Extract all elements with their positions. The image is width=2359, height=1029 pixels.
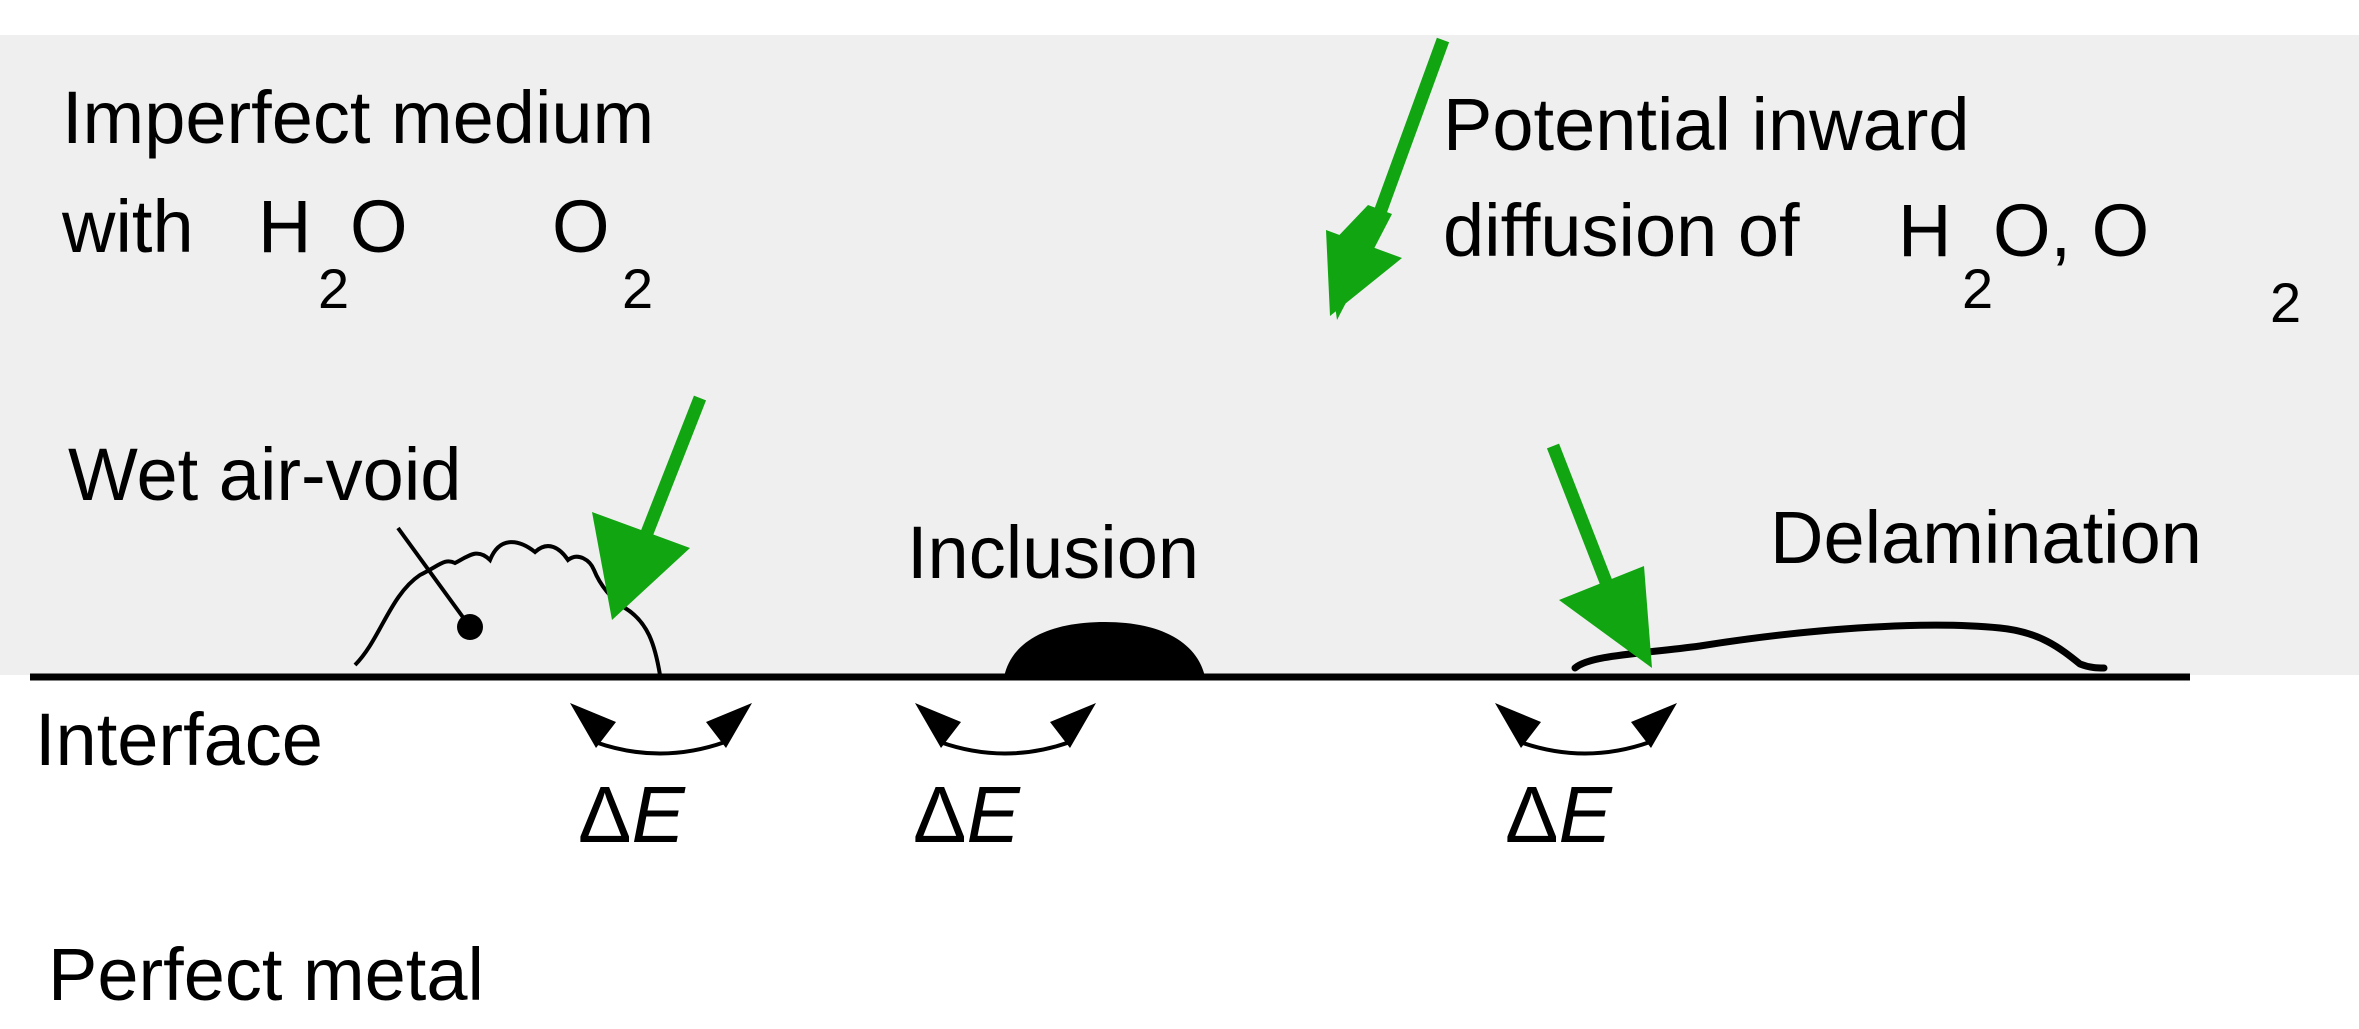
delta-e-label-2: ΔE xyxy=(913,770,1021,859)
wet-air-void-pointer xyxy=(396,526,467,622)
imperfect-medium-region xyxy=(0,35,2359,675)
diffusion-arrow-void xyxy=(592,395,707,620)
diffusion-label-line2: diffusion of xyxy=(1443,189,1800,272)
o2-o: O xyxy=(552,185,610,268)
perfect-metal-region xyxy=(0,675,2359,1029)
perfect-metal-label: Perfect metal xyxy=(48,933,484,1016)
diffusion-o-subscript: 2 xyxy=(2270,271,2301,334)
h2o-o: O xyxy=(350,185,408,268)
h2o-subscript: 2 xyxy=(318,257,349,320)
medium-label-line2: with xyxy=(61,185,194,268)
wet-air-void-droplet xyxy=(457,614,483,640)
delta-e-arrow-2 xyxy=(915,703,1096,756)
delta-e-label-3: ΔE xyxy=(1505,770,1613,859)
inclusion-label: Inclusion xyxy=(907,511,1199,594)
diffusion-label-line1: Potential inward xyxy=(1443,83,1970,166)
interface-label: Interface xyxy=(35,698,323,781)
delta-e-arrow-3 xyxy=(1495,703,1677,756)
inclusion-shape xyxy=(1004,622,1205,677)
diffusion-arrow-large xyxy=(1326,37,1450,320)
delta-e-arrow-1 xyxy=(570,703,752,756)
h2o-h: H xyxy=(258,185,311,268)
o2-subscript: 2 xyxy=(622,257,653,320)
delamination-label: Delamination xyxy=(1770,496,2202,579)
delta-e-label-1: ΔE xyxy=(578,770,686,859)
medium-label-line1: Imperfect medium xyxy=(62,76,654,159)
diffusion-rest: O, O xyxy=(1993,189,2149,272)
diffusion-arrow-delamination xyxy=(1546,443,1652,668)
diffusion-h-subscript: 2 xyxy=(1962,257,1993,320)
wet-air-void-label: Wet air-void xyxy=(68,433,461,516)
diffusion-h: H xyxy=(1898,189,1951,272)
